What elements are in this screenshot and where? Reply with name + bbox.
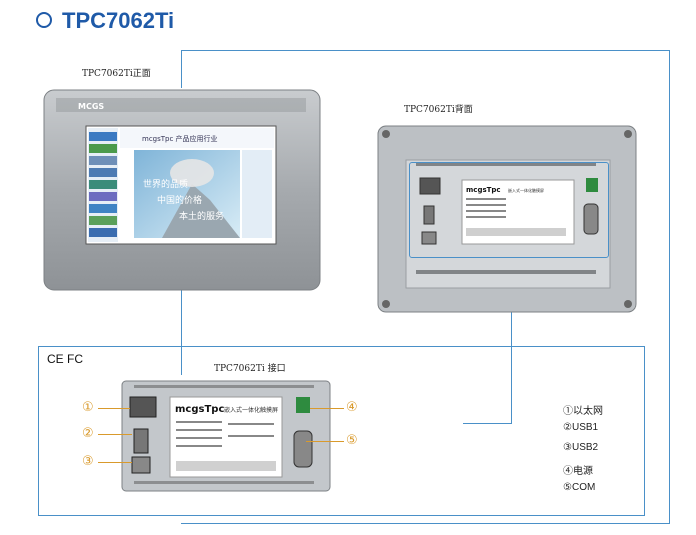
callout-3: ③ [82, 454, 94, 469]
screen-slogan-2: 中国的价格 [157, 194, 202, 206]
bezel-brand: MCGS [78, 102, 104, 111]
front-label: TPC7062Ti正面 [82, 69, 151, 79]
page-title: TPC7062Ti [36, 8, 174, 34]
screen-header-brand: mcgsTpc 产品应用行业 [142, 134, 218, 143]
certification-marks: CE FC [47, 352, 83, 366]
circle-bullet-icon [36, 12, 52, 29]
legend-item: ⑤COM [563, 482, 596, 493]
leader-line [98, 462, 132, 463]
title-text: TPC7062Ti [62, 8, 175, 33]
ports-device: mcgsTpc 嵌入式一体化触摸屏 [120, 379, 332, 493]
ports-label-brand: mcgsTpc [175, 404, 224, 415]
leader-line [306, 441, 344, 442]
legend-item: ①以太网 [563, 406, 603, 417]
screen-slogan-3: 本土的服务 [179, 210, 224, 222]
connector-line [511, 258, 512, 423]
connector-line [181, 50, 670, 51]
back-label-product: 嵌入式一体化触摸屏 [508, 187, 544, 193]
highlight-box [409, 162, 609, 258]
back-label-brand: mcgsTpc [466, 186, 501, 194]
callout-1: ① [82, 400, 94, 415]
legend-item: ③USB2 [563, 442, 599, 453]
connector-line [463, 423, 512, 424]
callout-5: ⑤ [346, 433, 358, 448]
leader-line [98, 408, 130, 409]
connector-line [669, 50, 670, 524]
callout-4: ④ [346, 400, 358, 415]
connector-line [181, 290, 182, 375]
leader-line [310, 408, 344, 409]
screen-slogan-1: 世界的品质 [143, 178, 188, 190]
ports-frame [38, 346, 645, 516]
legend-item: ②USB1 [563, 422, 599, 433]
back-label: TPC7062Ti背面 [404, 105, 473, 115]
connector-line [181, 50, 182, 88]
callout-2: ② [82, 426, 94, 441]
ports-label: TPC7062Ti 接口 [214, 364, 286, 374]
connector-line [181, 523, 670, 524]
leader-line [98, 434, 132, 435]
ports-label-product: 嵌入式一体化触摸屏 [224, 406, 278, 414]
legend-item: ④电源 [563, 466, 593, 477]
front-panel-device: MCGS mcgsTpc 产品应用行业 世界的品质 中国的价格 本土的服务 [42, 88, 322, 292]
back-panel-device: mcgsTpc 嵌入式一体化触摸屏 [376, 124, 638, 314]
